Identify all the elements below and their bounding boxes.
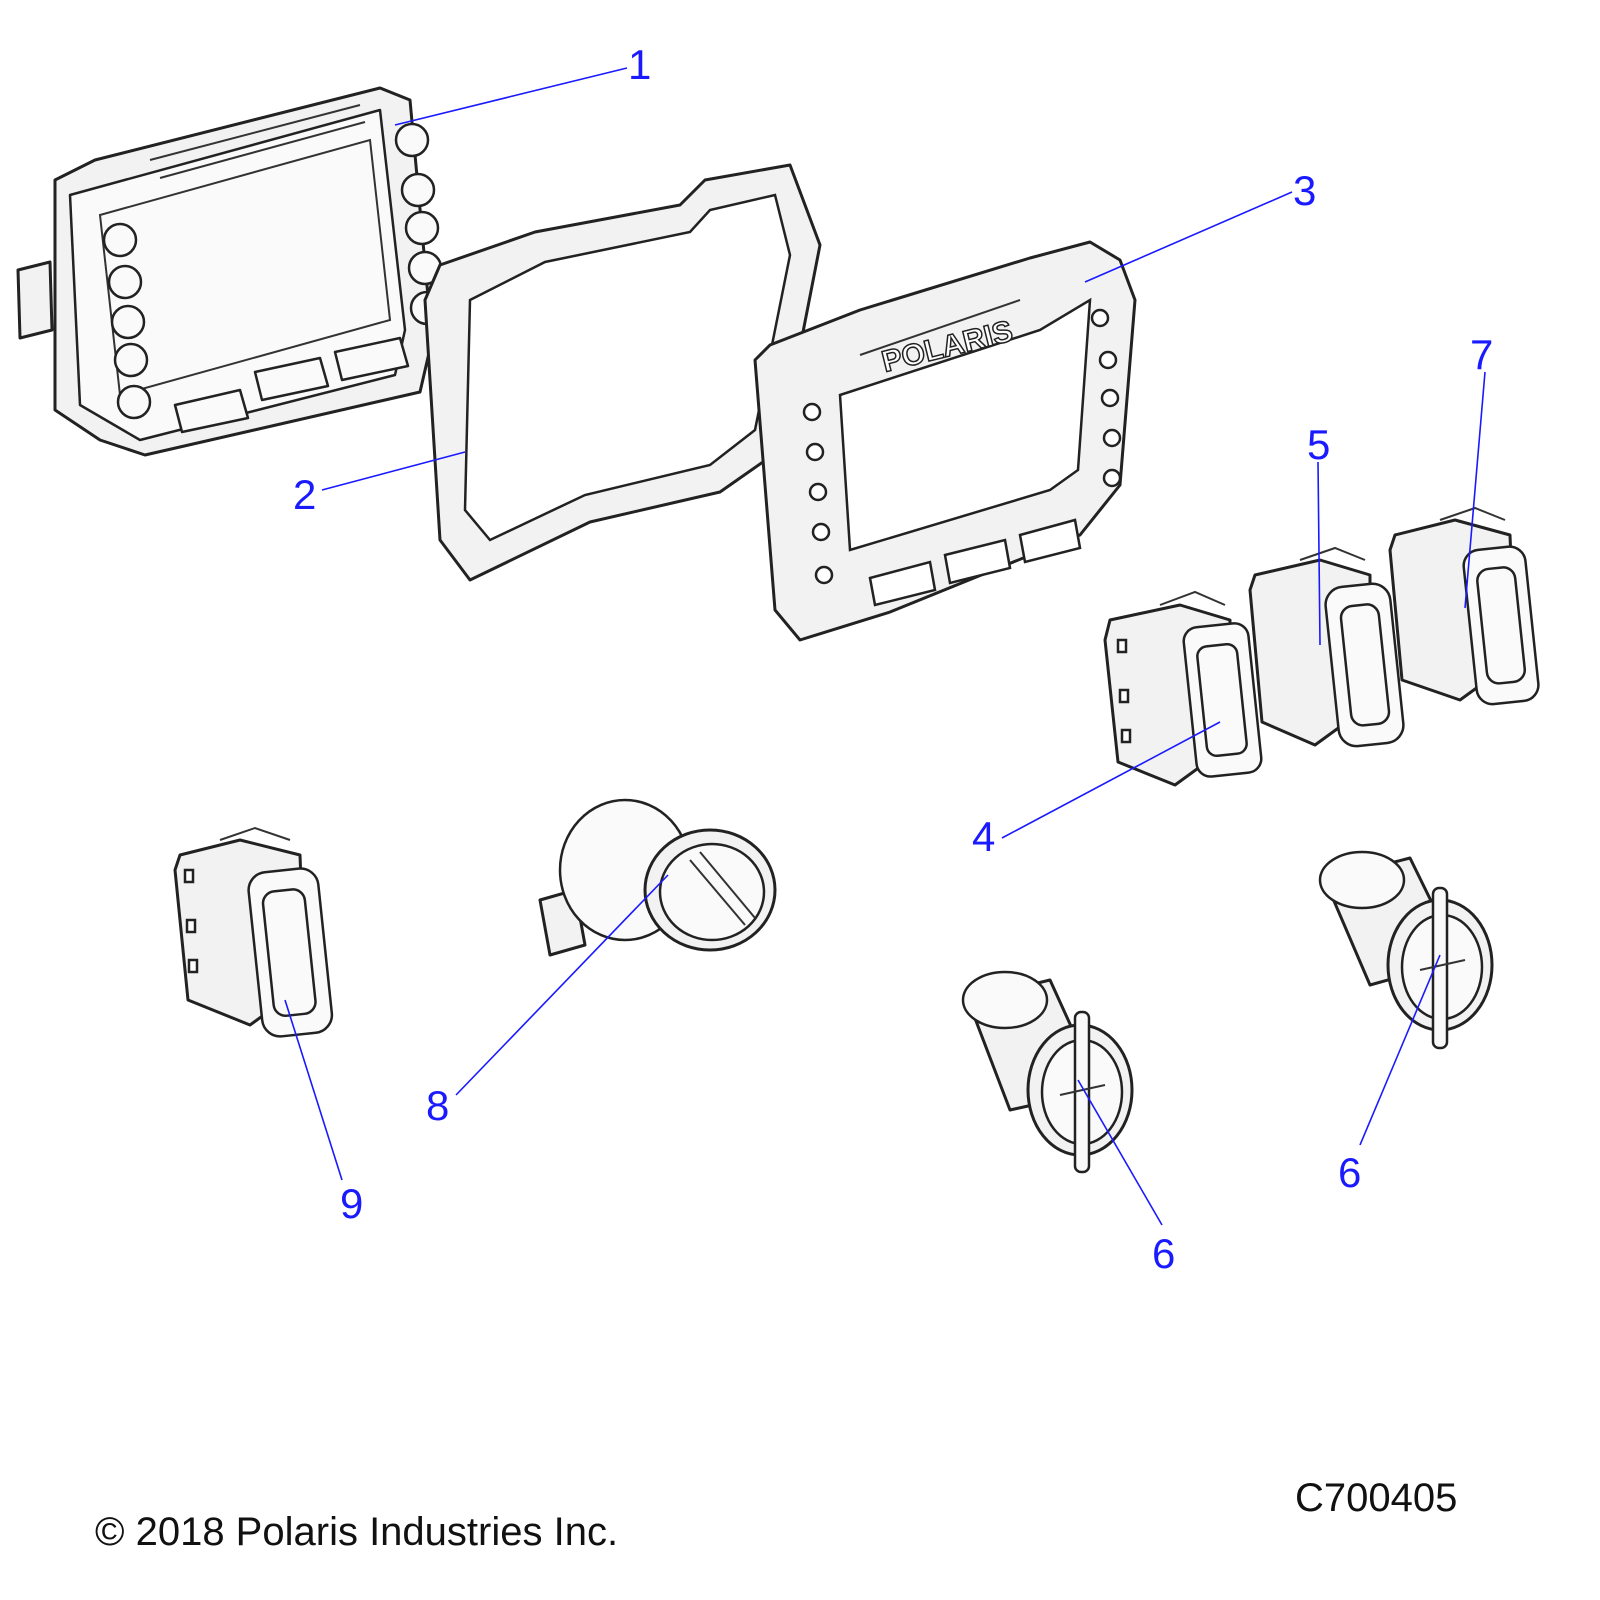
copyright-notice: © 2018 Polaris Industries Inc. xyxy=(95,1510,619,1554)
callout-1: 1 xyxy=(628,41,652,88)
part-display-cluster xyxy=(16,86,445,457)
callout-6a: 6 xyxy=(1152,1230,1176,1277)
callout-2: 2 xyxy=(293,471,317,518)
part-gasket xyxy=(423,163,822,582)
part-power-outlet-6a xyxy=(961,970,1134,1174)
callout-9: 9 xyxy=(340,1180,364,1227)
callout-8: 8 xyxy=(426,1082,450,1129)
leader-lines xyxy=(284,67,1486,1226)
callout-7: 7 xyxy=(1470,331,1494,378)
callout-4: 4 xyxy=(972,813,996,860)
part-switch-4 xyxy=(1103,590,1263,787)
callout-5: 5 xyxy=(1307,421,1331,468)
part-switch-7 xyxy=(1388,506,1540,706)
callout-3: 3 xyxy=(1293,167,1317,214)
part-switch-5 xyxy=(1248,546,1405,748)
part-power-outlet-6b xyxy=(1318,850,1494,1050)
callout-6b: 6 xyxy=(1338,1149,1362,1196)
drawing-number: C700405 xyxy=(1295,1476,1458,1520)
part-bezel: POLARIS xyxy=(753,240,1137,642)
part-ignition-switch xyxy=(538,798,777,957)
part-switch-9 xyxy=(173,826,334,1038)
